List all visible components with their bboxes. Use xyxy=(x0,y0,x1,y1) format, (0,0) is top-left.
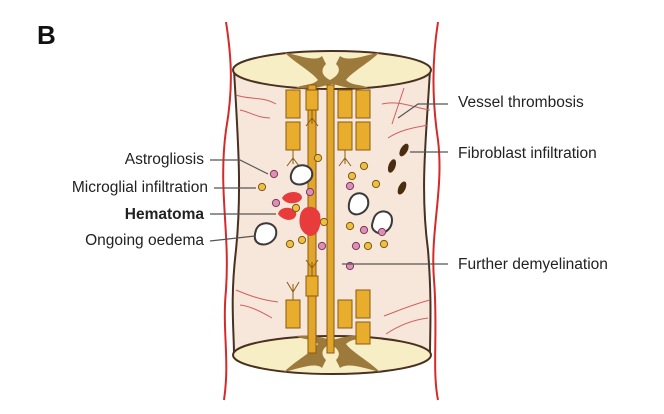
astrocyte-icon xyxy=(269,169,387,271)
vessel-branches xyxy=(235,87,431,335)
spinal-cord xyxy=(222,21,441,401)
label-fibroblast-infiltration: Fibroblast infiltration xyxy=(458,145,597,162)
label-hematoma: Hematoma xyxy=(125,206,205,223)
top-grey-matter xyxy=(284,52,380,89)
bottom-grey-matter xyxy=(284,335,380,372)
panel-letter: B xyxy=(37,20,56,50)
fibroblast-icon xyxy=(387,143,409,195)
outer-vessel-left xyxy=(222,21,232,401)
oedema-icon xyxy=(253,164,394,246)
hematoma-icon xyxy=(278,192,321,236)
label-vessel-thrombosis: Vessel thrombosis xyxy=(458,94,584,111)
labels: Vessel thrombosis Fibroblast infiltratio… xyxy=(72,94,608,273)
leader-ongoing-oedema xyxy=(209,235,256,242)
label-ongoing-oedema: Ongoing oedema xyxy=(85,232,204,249)
outer-vessel-right xyxy=(432,21,441,401)
label-astrogliosis: Astrogliosis xyxy=(125,151,204,168)
label-further-demyelination: Further demyelination xyxy=(458,256,608,273)
microglia-icon xyxy=(257,153,389,251)
leader-lines xyxy=(209,103,448,265)
leader-vessel-thrombosis xyxy=(397,103,448,119)
label-microglial-infiltration: Microglial infiltration xyxy=(72,179,208,196)
axon-bundle-icon xyxy=(285,84,371,354)
leader-astrogliosis xyxy=(210,159,269,175)
